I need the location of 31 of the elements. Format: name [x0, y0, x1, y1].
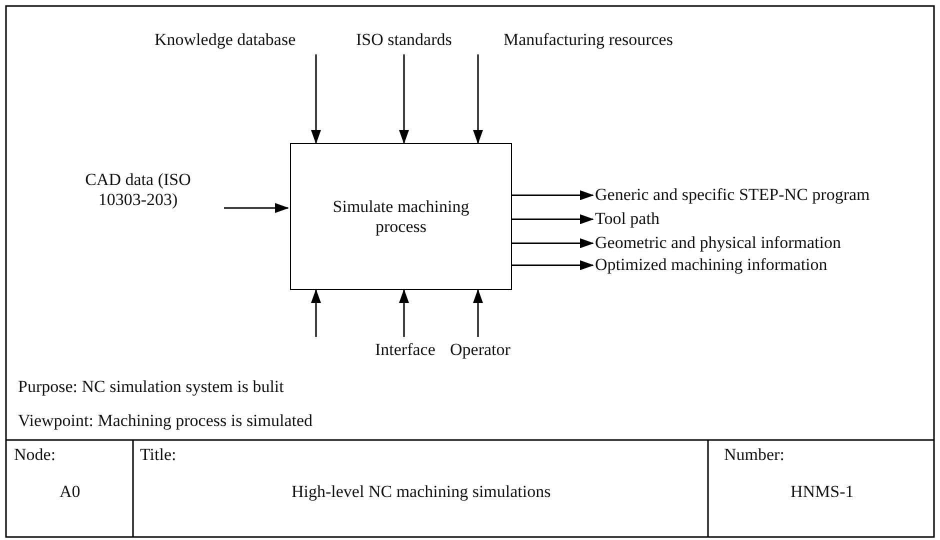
arrow — [473, 54, 483, 144]
arrow — [311, 54, 321, 144]
flow-label: Optimized machining information — [595, 255, 828, 276]
note-text: Purpose: NC simulation system is bulit — [18, 377, 284, 398]
flow-label: Knowledge database — [154, 30, 296, 50]
flow-label: Tool path — [595, 209, 660, 230]
flow-label: Manufacturing resources — [504, 30, 673, 50]
process-title: Simulate machining process — [332, 196, 470, 236]
table-header: Node: — [14, 445, 56, 466]
arrow — [512, 190, 594, 200]
flow-label: CAD data (ISO 10303-203) — [68, 170, 208, 211]
arrow — [473, 289, 483, 337]
table-value: High-level NC machining simulations — [292, 482, 551, 502]
process-box — [290, 143, 512, 290]
flow-label: Generic and specific STEP-NC program — [595, 185, 870, 206]
arrow — [512, 238, 594, 248]
arrow — [512, 214, 594, 224]
flow-label: Operator — [450, 340, 510, 360]
table-value: A0 — [60, 482, 80, 502]
flow-label: Geometric and physical information — [595, 233, 841, 254]
arrow — [512, 260, 594, 270]
table-header: Title: — [140, 445, 176, 466]
note-text: Viewpoint: Machining process is simulated — [18, 411, 313, 432]
table-value: HNMS-1 — [790, 482, 854, 502]
arrow — [224, 203, 289, 213]
flow-label: Interface — [375, 340, 436, 360]
flow-label: ISO standards — [356, 30, 452, 50]
arrow — [311, 289, 321, 337]
arrow — [399, 54, 409, 144]
table-header: Number: — [724, 445, 784, 466]
arrow — [399, 289, 409, 337]
